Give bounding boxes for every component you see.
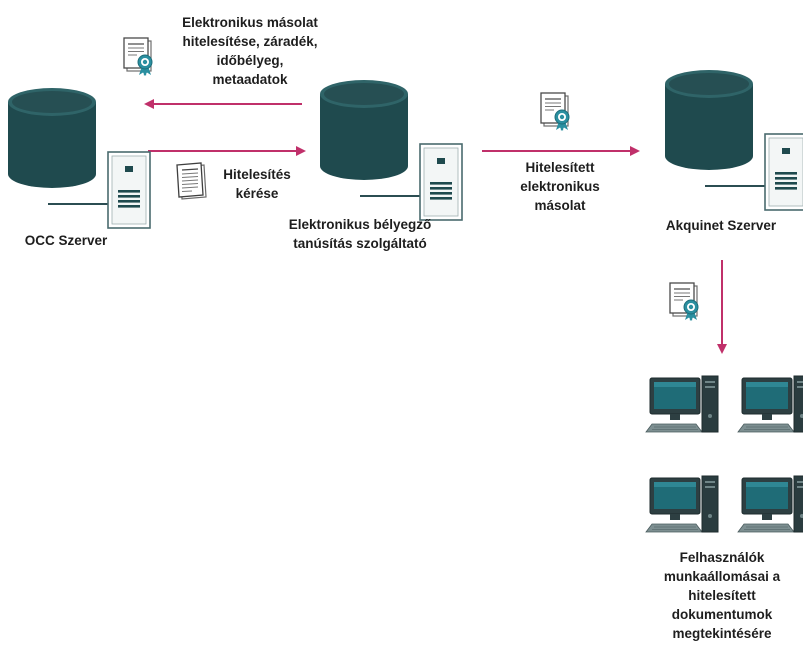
certificate-icon xyxy=(540,92,570,132)
seal-provider-server-icon xyxy=(319,79,463,221)
akquinet-server-label: Akquinet Szerver xyxy=(665,218,777,233)
workstation-icon xyxy=(737,475,803,533)
occ-server-icon xyxy=(7,87,151,229)
akquinet-server-icon xyxy=(664,69,803,211)
authentication-return-label: Elektronikus másolat hitelesítése, zárad… xyxy=(182,15,318,87)
document-icon xyxy=(176,162,207,200)
certificate-icon xyxy=(123,37,153,77)
certified-copy-label: Hitelesített elektronikus másolat xyxy=(520,160,600,213)
workstations-label: Felhasználók munkaállomásai a hitelesíte… xyxy=(663,550,781,641)
seal-provider-label: Elektronikus bélyegző tanúsítás szolgált… xyxy=(288,217,432,251)
workstation-icon xyxy=(645,475,719,533)
authentication-request-label: Hitelesítés kérése xyxy=(223,167,291,201)
workstation-icon xyxy=(737,375,803,433)
workstation-icon xyxy=(645,375,719,433)
occ-server-label: OCC Szerver xyxy=(24,233,108,248)
certificate-icon xyxy=(669,282,699,322)
